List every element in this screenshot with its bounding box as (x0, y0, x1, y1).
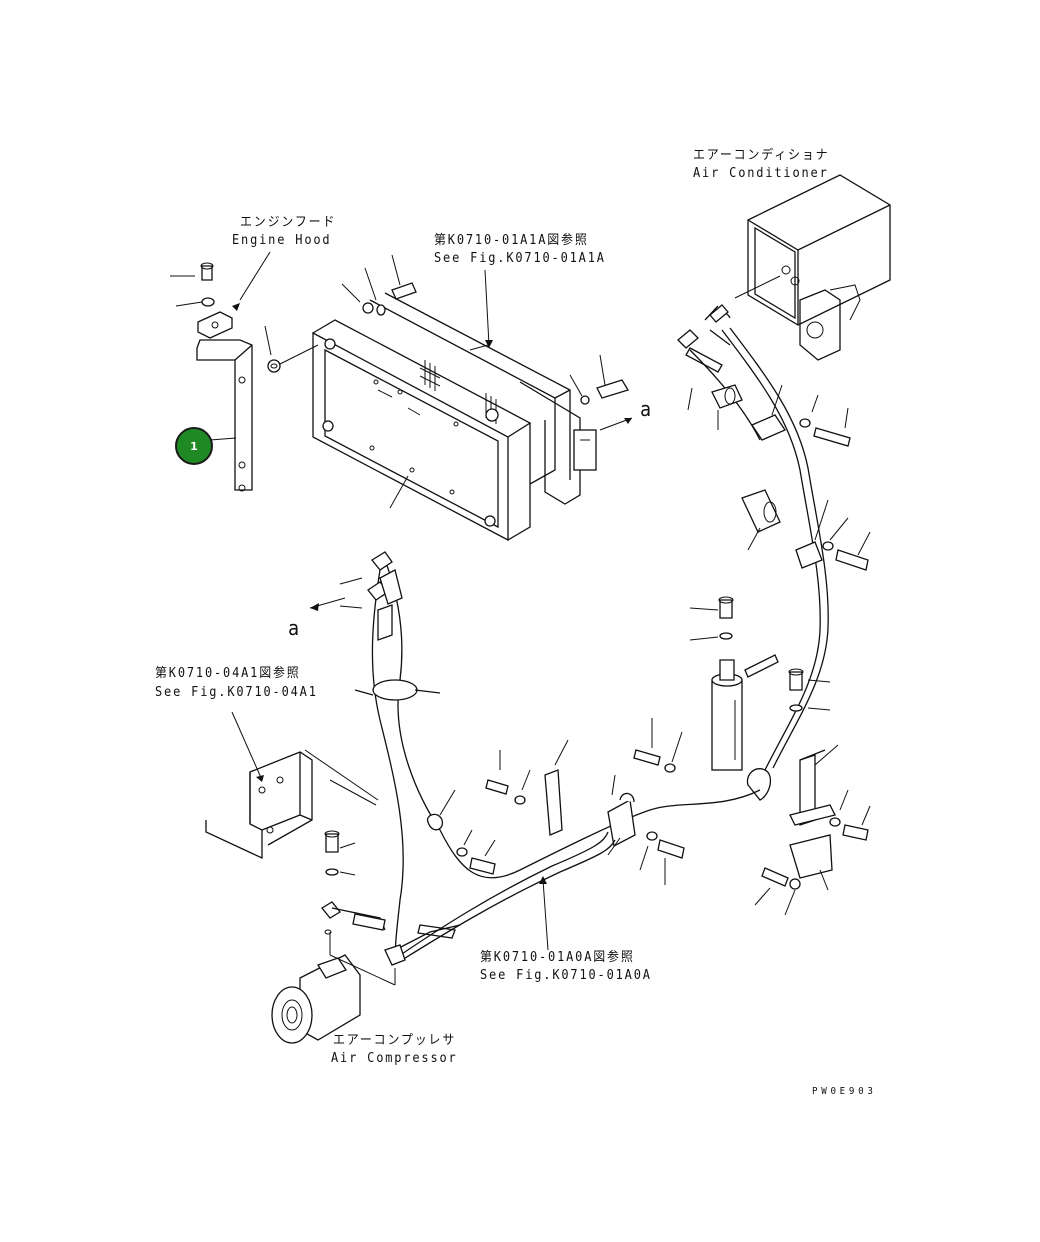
compressor-bracket (205, 711, 379, 860)
drawing-code: PW0E903 (812, 1086, 877, 1097)
air-conditioner-unit (677, 174, 891, 373)
label-engine-hood-jp: エンジンフード (240, 215, 337, 230)
condenser-assembly (312, 254, 633, 542)
label-engine-hood-en: Engine Hood (232, 233, 332, 248)
label-air-conditioner-jp: エアーコンディショナ (693, 148, 830, 163)
marker-a-right: a (640, 397, 652, 421)
marker-a-left: a (288, 616, 300, 640)
label-ref-a1a-jp: 第K0710-01A1A図参照 (434, 233, 589, 248)
part-callout-1[interactable]: 1 (175, 427, 213, 465)
air-compressor (271, 830, 396, 1044)
label-air-compressor-jp: エアーコンプッレサ (333, 1033, 457, 1048)
label-air-conditioner-en: Air Conditioner (693, 166, 829, 181)
label-ref-04a1-en: See Fig.K0710-04A1 (155, 685, 318, 700)
label-air-compressor-en: Air Compressor (331, 1051, 458, 1066)
lower-hose-routing (329, 551, 761, 966)
receiver-drier (633, 596, 871, 916)
label-ref-a1a-en: See Fig.K0710-01A1A (434, 251, 606, 266)
label-ref-a0a-en: See Fig.K0710-01A0A (480, 968, 652, 983)
label-ref-a0a-jp: 第K0710-01A0A図参照 (480, 950, 635, 965)
label-ref-04a1-jp: 第K0710-04A1図参照 (155, 666, 301, 681)
engine-hood-bracket (170, 251, 319, 492)
refrigerant-hoses (687, 327, 871, 771)
part-callout-number: 1 (190, 439, 198, 453)
marker-a-left-arrow (309, 577, 363, 611)
